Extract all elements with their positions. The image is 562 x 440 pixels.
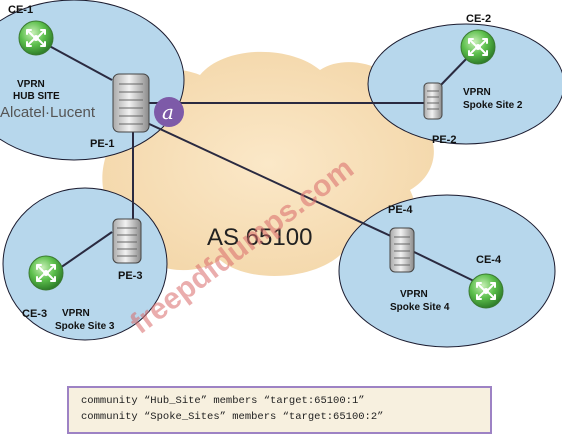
spoke4-site-label: Spoke Site 4	[390, 302, 450, 313]
spoke-site-4-ellipse	[338, 194, 556, 348]
as-number-label: AS 65100	[207, 224, 312, 251]
pe2-label: PE-2	[432, 134, 456, 146]
pe1-label: PE-1	[90, 138, 114, 150]
link-pe3-ce3	[59, 231, 113, 269]
config-line-hub: community “Hub_Site” members “target:651…	[81, 395, 365, 407]
pe-router-icon	[112, 218, 142, 264]
alcatel-lucent-logo-icon: a	[154, 97, 184, 127]
pe-router-icon	[423, 82, 443, 120]
brand-logo-text: Alcatel·Lucent	[0, 104, 96, 121]
ce-router-icon	[28, 255, 64, 291]
as-cloud	[102, 51, 434, 277]
spoke2-site-label: Spoke Site 2	[463, 100, 523, 111]
pe3-label: PE-3	[118, 270, 142, 282]
ce-router-icon	[468, 273, 504, 309]
link-ce1-pe1	[41, 41, 113, 81]
spoke3-vprn-label: VPRN	[62, 308, 90, 319]
pe-router-icon	[112, 73, 150, 133]
link-pe2-ce2	[437, 54, 471, 89]
spoke3-site-label: Spoke Site 3	[55, 321, 115, 332]
ce2-label: CE-2	[466, 13, 491, 25]
ce4-label: CE-4	[476, 254, 502, 266]
spoke4-vprn-label: VPRN	[400, 289, 428, 300]
spoke2-vprn-label: VPRN	[463, 87, 491, 98]
ce3-label: CE-3	[22, 308, 47, 320]
spoke-site-2-ellipse	[367, 23, 562, 145]
ce-router-icon	[18, 20, 54, 56]
ce1-label: CE-1	[8, 4, 33, 16]
link-pe1-pe4	[144, 121, 396, 239]
ce-router-icon	[460, 29, 496, 65]
pe4-label: PE-4	[388, 204, 413, 216]
links	[41, 41, 479, 284]
pe-router-icon	[389, 227, 415, 273]
community-config-box: community “Hub_Site” members “target:651…	[67, 386, 492, 434]
svg-text:a: a	[162, 100, 174, 124]
hub-site-label: HUB SITE	[13, 91, 60, 102]
config-line-spoke: community “Spoke_Sites” members “target:…	[81, 411, 384, 423]
link-pe4-ce4	[409, 249, 479, 284]
hub-vprn-label: VPRN	[17, 79, 45, 90]
